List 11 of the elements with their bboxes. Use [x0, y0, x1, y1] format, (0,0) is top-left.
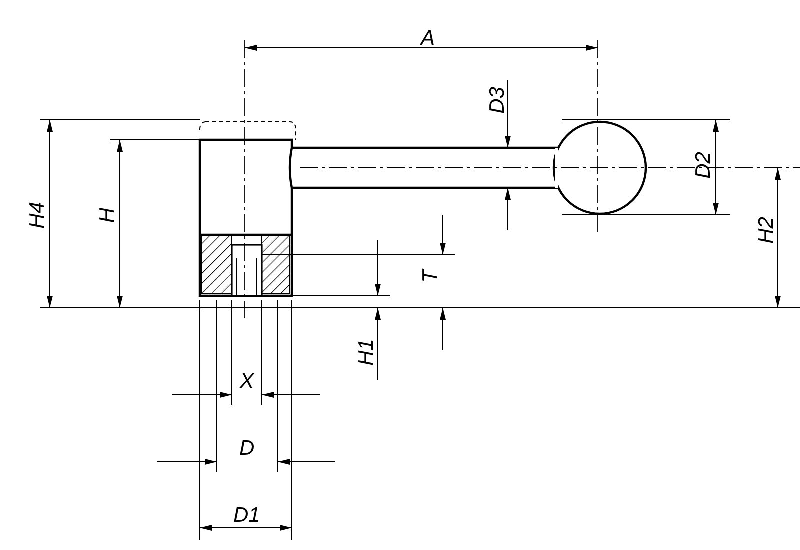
dimension-label: H: [96, 207, 118, 223]
dimension-label: D1: [234, 504, 260, 526]
dimension-label: D: [240, 438, 255, 458]
dimension-label: H4: [26, 202, 48, 228]
dimension-label: D3: [486, 86, 508, 114]
dimension-label: D2: [692, 152, 714, 178]
dimension-label: T: [419, 270, 440, 282]
dimension-label: H2: [755, 216, 776, 244]
dimension-label: A: [421, 28, 436, 48]
dimension-label: X: [240, 370, 254, 392]
dimension-label: H1: [355, 338, 376, 366]
